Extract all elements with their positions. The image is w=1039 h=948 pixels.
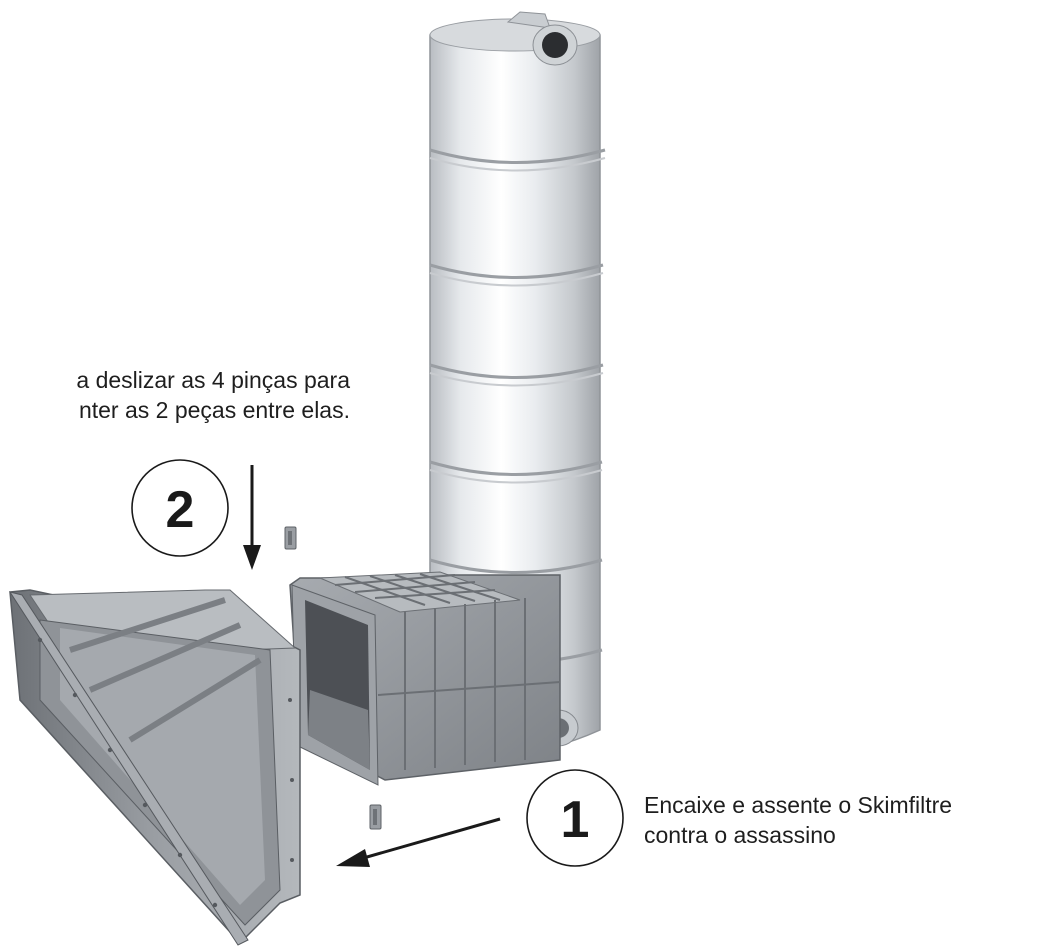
- down-arrow: [243, 465, 261, 570]
- step-1-caption-line-1: Encaixe e assente o Skimfiltre: [644, 792, 953, 818]
- step-1-number: 1: [561, 791, 590, 849]
- step-1-caption: Encaixe e assente o Skimfiltre contra o …: [644, 790, 952, 850]
- step-2-caption-line-1: a deslizar as 4 pinças para: [76, 367, 350, 393]
- step-1-marker: 1: [526, 769, 624, 867]
- assassino-flare-piece: [8, 589, 301, 946]
- skimfiltre-mouth-box: [289, 571, 561, 786]
- left-arrow: [336, 817, 501, 867]
- clip-bottom: [369, 804, 382, 830]
- step-2-caption: a deslizar as 4 pinças para nter as 2 pe…: [0, 365, 350, 425]
- step-1-caption-line-2: contra o assassino: [644, 822, 836, 848]
- step-2-caption-line-2: nter as 2 peças entre elas.: [78, 397, 350, 423]
- step-2-marker: 2: [131, 459, 229, 557]
- clip-top: [284, 526, 297, 550]
- step-2-number: 2: [166, 481, 195, 539]
